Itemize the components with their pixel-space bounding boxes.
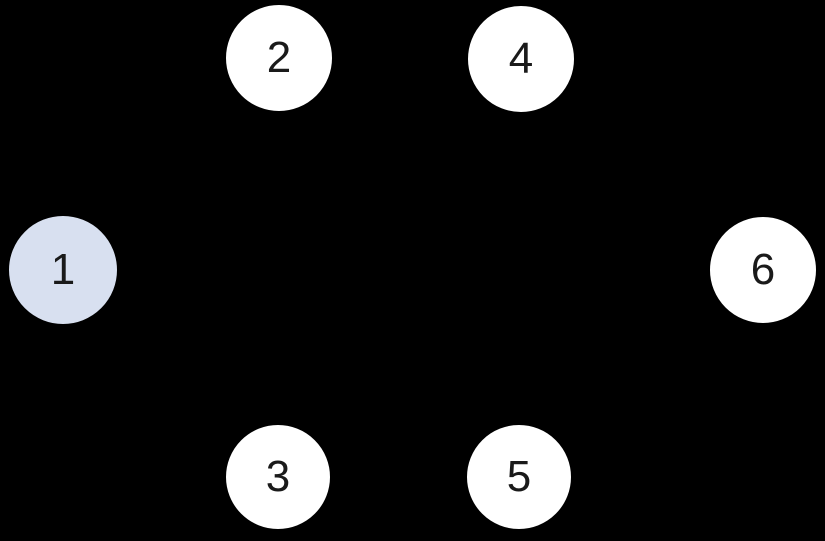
graph-node-3[interactable]: 3 — [225, 424, 331, 530]
graph-node-1[interactable]: 1 — [8, 215, 118, 325]
graph-node-2[interactable]: 2 — [225, 4, 333, 112]
node-2-label: 2 — [266, 33, 292, 82]
graph-node-5[interactable]: 5 — [466, 424, 572, 530]
node-3-label: 3 — [265, 452, 291, 501]
graph-node-6[interactable]: 6 — [709, 216, 817, 324]
graph-node-4[interactable]: 4 — [467, 5, 575, 113]
node-6-label: 6 — [750, 245, 776, 294]
node-5-label: 5 — [506, 452, 532, 501]
node-1-label: 1 — [50, 245, 76, 294]
node-4-label: 4 — [508, 34, 534, 83]
